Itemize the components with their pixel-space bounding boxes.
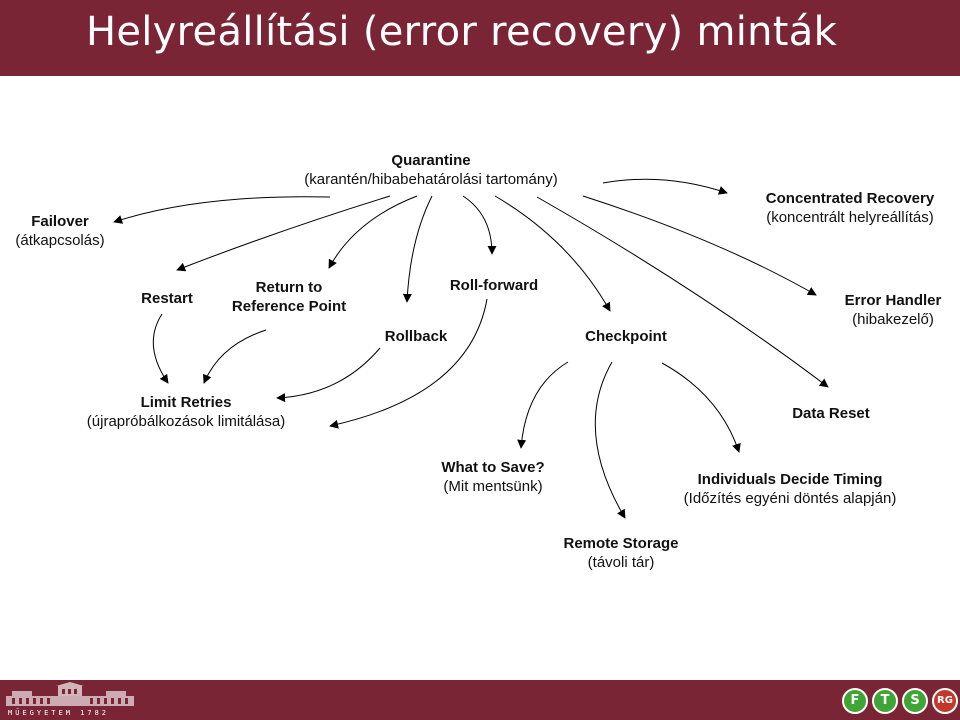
edge-checkpoint-whattosave — [517, 361, 569, 449]
node-title: Individuals Decide Timing — [697, 471, 883, 488]
node-subtitle: (Időzítés egyéni döntés alapján) — [683, 490, 897, 507]
node-data-reset: Data Reset — [792, 404, 870, 423]
edge-quarantine-restart — [176, 195, 391, 272]
edge-quarantine-rollforward — [462, 195, 497, 255]
badge-t: T — [872, 688, 898, 714]
edge-quarantine-failover — [113, 196, 331, 224]
node-error-handler: Error Handler (hibakezelő) — [845, 291, 942, 329]
university-building-logo — [6, 682, 134, 706]
ftsrg-logo: F T S RG — [842, 686, 958, 716]
node-title: Error Handler — [844, 292, 942, 309]
node-subtitle: (koncentrált helyreállítás) — [766, 209, 934, 226]
edge-checkpoint-remote — [594, 361, 626, 519]
node-remote-storage: Remote Storage (távoli tár) — [563, 534, 678, 572]
edge-checkpoint-individuals — [661, 362, 741, 453]
node-subtitle: (karantén/hibabehatárolási tartomány) — [304, 171, 558, 188]
footer-bar: MŰEGYETEM 1782 F T S RG — [0, 680, 960, 720]
edge-quarantine-concentrated — [602, 178, 728, 195]
edge-quarantine-errorhandler — [582, 195, 817, 296]
badge-t-label: T — [880, 693, 890, 708]
node-title: Remote Storage — [563, 535, 679, 552]
node-individuals-decide-timing: Individuals Decide Timing (Időzítés egyé… — [684, 470, 897, 508]
node-title: Rollback — [384, 328, 448, 345]
badge-f: F — [842, 688, 868, 714]
node-title: Return to — [255, 279, 323, 296]
node-return-to-reference-point: Return to Reference Point — [232, 278, 346, 316]
node-title: Quarantine — [391, 152, 471, 169]
node-title-line2: Reference Point — [231, 298, 347, 315]
node-title: Concentrated Recovery — [765, 190, 935, 207]
edge-quarantine-rollback — [402, 195, 433, 303]
node-rollback: Rollback — [385, 327, 448, 346]
badge-rg-label: RG — [937, 695, 953, 706]
node-subtitle: (újrapróbálkozások limitálása) — [86, 413, 286, 430]
node-restart: Restart — [141, 289, 193, 308]
badge-s: S — [902, 688, 928, 714]
node-subtitle: (Mit mentsünk) — [443, 478, 543, 495]
node-what-to-save: What to Save? (Mit mentsünk) — [441, 458, 544, 496]
node-checkpoint: Checkpoint — [585, 327, 667, 346]
edge-quarantine-return — [328, 195, 418, 269]
badge-rg: RG — [932, 688, 958, 714]
node-subtitle: (távoli tár) — [587, 554, 655, 571]
node-title: Failover — [31, 213, 89, 230]
badge-s-label: S — [910, 693, 920, 708]
node-title: What to Save? — [441, 459, 545, 476]
node-roll-forward: Roll-forward — [450, 276, 538, 295]
node-failover: Failover (átkapcsolás) — [15, 212, 104, 250]
node-title: Limit Retries — [140, 394, 232, 411]
badge-f-label: F — [850, 693, 860, 708]
node-title: Restart — [141, 290, 193, 307]
node-subtitle: (hibakezelő) — [852, 311, 934, 328]
node-subtitle: (átkapcsolás) — [15, 232, 105, 249]
page-title: Helyreállítási (error recovery) minták — [86, 9, 838, 55]
edge-rollback-limit — [276, 347, 381, 403]
edge-quarantine-checkpoint — [494, 195, 611, 312]
edge-quarantine-datareset — [536, 196, 829, 388]
node-limit-retries: Limit Retries (újrapróbálkozások limitál… — [87, 393, 285, 431]
node-title: Checkpoint — [585, 328, 667, 345]
edge-rollforward-limit — [329, 298, 488, 429]
title-bar: Helyreállítási (error recovery) minták — [0, 0, 960, 76]
edge-restart-limit — [152, 313, 169, 384]
node-concentrated-recovery: Concentrated Recovery (koncentrált helyr… — [766, 189, 934, 227]
edge-return-limit — [202, 329, 267, 384]
node-title: Data Reset — [792, 405, 870, 422]
node-quarantine: Quarantine (karantén/hibabehatárolási ta… — [304, 151, 557, 189]
university-logo-text: MŰEGYETEM 1782 — [8, 709, 110, 717]
node-title: Roll-forward — [449, 277, 539, 294]
